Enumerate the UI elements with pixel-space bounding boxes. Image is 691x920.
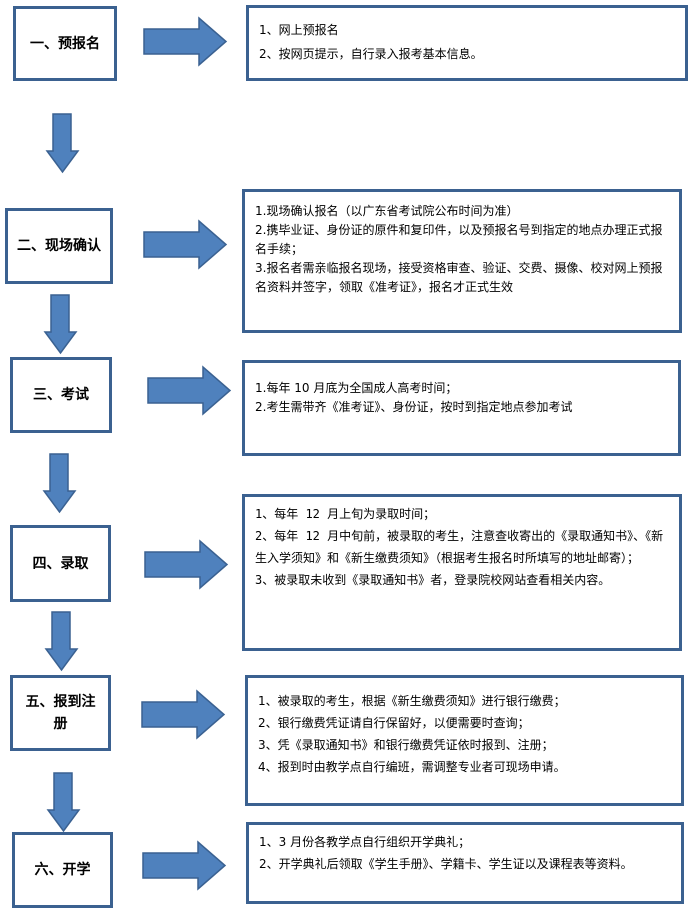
step-4-box: 四、录取 — [10, 525, 111, 602]
step-3-box: 三、考试 — [10, 357, 112, 433]
detail-line: 1.每年 10 月底为全国成人高考时间； — [255, 381, 458, 395]
step-5-details: 1、被录取的考生，根据《新生缴费须知》进行银行缴费； 2、银行缴费凭证请自行保留… — [245, 675, 684, 806]
right-arrow-icon — [144, 539, 229, 590]
detail-line: 2.考生需带齐《准考证》、身份证，按时到指定地点参加考试 — [255, 400, 573, 414]
step-2-box: 二、现场确认 — [5, 208, 113, 284]
right-arrow-icon — [142, 840, 227, 891]
right-arrow-shape — [141, 689, 226, 740]
right-arrow-shape — [143, 16, 228, 67]
right-arrow-icon — [147, 365, 232, 416]
detail-line: 2.携毕业证、身份证的原件和复印件，以及预报名号到指定的地点办理正式报名手续； — [255, 223, 663, 256]
detail-line: 2、开学典礼后领取《学生手册》、学籍卡、学生证以及课程表等资料。 — [259, 857, 633, 871]
step-6-box: 六、开学 — [12, 832, 113, 908]
step-2-label: 二、现场确认 — [17, 238, 101, 254]
step-1-label: 一、预报名 — [30, 35, 100, 52]
down-arrow-shape — [45, 113, 80, 174]
detail-line: 2、每年 12 月中旬前，被录取的考生，注意查收寄出的《录取通知书》、《新生入学… — [255, 529, 664, 565]
step-1-box: 一、预报名 — [13, 6, 117, 81]
down-arrow-icon — [43, 294, 78, 355]
step-4-details: 1、每年 12 月上旬为录取时间； 2、每年 12 月中旬前，被录取的考生，注意… — [242, 494, 682, 651]
right-arrow-shape — [142, 840, 227, 891]
step-6-details: 1、3 月份各教学点自行组织开学典礼； 2、开学典礼后领取《学生手册》、学籍卡、… — [246, 822, 684, 904]
detail-line: 1.现场确认报名（以广东省考试院公布时间为准） — [255, 204, 519, 218]
detail-line: 2、银行缴费凭证请自行保留好，以便需要时查询； — [258, 716, 530, 730]
detail-line: 4、报到时由教学点自行编班，需调整专业者可现场申请。 — [258, 760, 566, 774]
down-arrow-icon — [42, 453, 77, 514]
detail-line: 1、网上预报名 — [259, 23, 339, 37]
right-arrow-shape — [143, 219, 228, 270]
step-3-label: 三、考试 — [33, 387, 89, 403]
right-arrow-shape — [144, 539, 229, 590]
right-arrow-icon — [143, 16, 228, 67]
down-arrow-shape — [46, 772, 81, 833]
detail-line: 3.报名者需亲临报名现场，接受资格审查、验证、交费、摄像、校对网上预报名资料并签… — [255, 261, 663, 294]
detail-line: 3、被录取未收到《录取通知书》者，登录院校网站查看相关内容。 — [255, 573, 611, 587]
step-3-details: 1.每年 10 月底为全国成人高考时间； 2.考生需带齐《准考证》、身份证，按时… — [242, 360, 681, 456]
right-arrow-icon — [143, 219, 228, 270]
step-1-details: 1、网上预报名 2、按网页提示，自行录入报考基本信息。 — [246, 5, 688, 81]
step-5-box: 五、报到注册 — [10, 675, 111, 751]
down-arrow-shape — [44, 611, 79, 672]
down-arrow-icon — [44, 611, 79, 672]
detail-line: 1、被录取的考生，根据《新生缴费须知》进行银行缴费； — [258, 694, 566, 708]
right-arrow-icon — [141, 689, 226, 740]
detail-line: 2、按网页提示，自行录入报考基本信息。 — [259, 47, 483, 61]
down-arrow-shape — [42, 453, 77, 514]
down-arrow-icon — [45, 113, 80, 174]
step-5-label: 五、报到注册 — [25, 694, 96, 732]
step-2-details: 1.现场确认报名（以广东省考试院公布时间为准） 2.携毕业证、身份证的原件和复印… — [242, 189, 682, 333]
step-6-label: 六、开学 — [34, 862, 91, 878]
detail-line: 3、凭《录取通知书》和银行缴费凭证依时报到、注册； — [258, 738, 554, 752]
down-arrow-shape — [43, 294, 78, 355]
step-4-label: 四、录取 — [32, 555, 89, 572]
detail-line: 1、每年 12 月上旬为录取时间； — [255, 507, 436, 521]
detail-line: 1、3 月份各教学点自行组织开学典礼； — [259, 835, 471, 849]
down-arrow-icon — [46, 772, 81, 833]
right-arrow-shape — [147, 365, 232, 416]
